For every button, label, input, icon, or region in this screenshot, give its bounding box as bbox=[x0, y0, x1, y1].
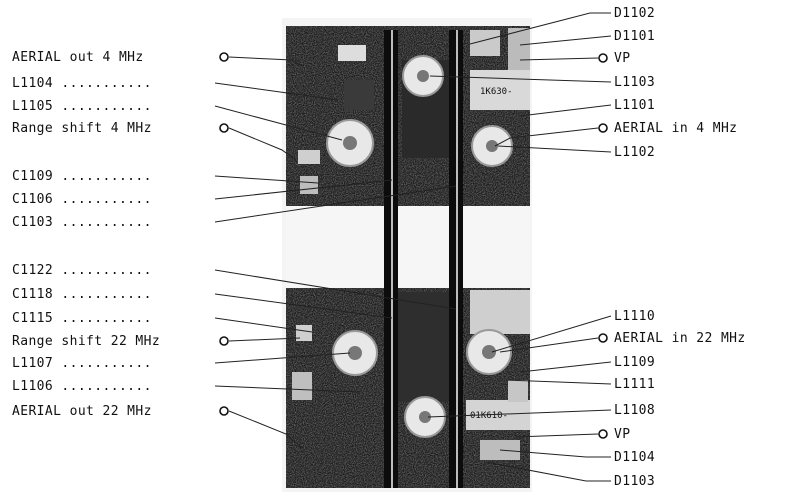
label-l1102: L1102 bbox=[614, 145, 655, 160]
label-aerial-out-4: AERIAL out 4 MHz bbox=[12, 50, 144, 65]
leader-range-shift-22 bbox=[228, 337, 301, 342]
leader-l1106 bbox=[214, 385, 361, 393]
label-d1101: D1101 bbox=[614, 29, 655, 44]
leader-l1107 bbox=[214, 352, 351, 364]
label-aerial-in-4: AERIAL in 4 MHz bbox=[614, 121, 737, 136]
leader-c1115 bbox=[214, 317, 313, 333]
left-labels: AERIAL out 4 MHz L1104 ........... L1105… bbox=[12, 50, 160, 419]
leader-c1118 bbox=[214, 293, 393, 319]
leader-d1102 bbox=[469, 12, 611, 45]
leader-aerial-in-22 bbox=[499, 337, 599, 353]
leader-c1106 bbox=[214, 179, 393, 200]
label-l1103: L1103 bbox=[614, 75, 655, 90]
label-range-shift-4: Range shift 4 MHz bbox=[12, 121, 152, 136]
terminal-aerial-in-22 bbox=[598, 333, 608, 343]
label-aerial-in-22: AERIAL in 22 MHz bbox=[614, 331, 746, 346]
terminal-aerial-out-22 bbox=[219, 406, 229, 416]
leader-l1105 bbox=[214, 105, 343, 141]
leader-lines bbox=[214, 12, 612, 482]
right-labels: D1102 D1101 VP L1103 L1101 AERIAL in 4 M… bbox=[614, 6, 746, 489]
terminal-aerial-out-4 bbox=[219, 52, 229, 62]
leader-l1108 bbox=[427, 409, 612, 418]
label-vp-upper: VP bbox=[614, 51, 630, 66]
upper-module: 1K630- bbox=[286, 26, 530, 206]
leader-c1109 bbox=[214, 175, 319, 184]
label-range-shift-22: Range shift 22 MHz bbox=[12, 334, 160, 349]
leader-l1110 bbox=[491, 315, 612, 353]
leader-d1103 bbox=[485, 461, 611, 482]
label-d1102: D1102 bbox=[614, 6, 655, 21]
leader-l1104 bbox=[214, 82, 339, 101]
label-l1101: L1101 bbox=[614, 98, 655, 113]
lower-module: 01K610- bbox=[286, 288, 530, 488]
label-l1107: L1107 ........... bbox=[12, 356, 152, 371]
terminal-vp-lower bbox=[598, 429, 608, 439]
lower-module-marking: 01K610- bbox=[470, 411, 508, 421]
label-c1122: C1122 ........... bbox=[12, 263, 152, 278]
label-c1118: C1118 ........... bbox=[12, 287, 152, 302]
leader-l1101 bbox=[519, 104, 612, 117]
leader-l1109 bbox=[519, 361, 612, 373]
label-aerial-out-22: AERIAL out 22 MHz bbox=[12, 404, 152, 419]
leader-c1103 bbox=[214, 185, 457, 223]
label-l1105: L1105 ........... bbox=[12, 99, 152, 114]
leader-d1101 bbox=[519, 35, 612, 46]
label-c1115: C1115 ........... bbox=[12, 311, 152, 326]
terminals bbox=[219, 52, 608, 439]
label-d1104: D1104 bbox=[614, 450, 655, 465]
leader-range-shift-4 bbox=[228, 127, 297, 161]
terminal-range-shift-22 bbox=[219, 336, 229, 346]
terminal-vp-upper bbox=[598, 53, 608, 63]
label-d1103: D1103 bbox=[614, 474, 655, 489]
label-c1109: C1109 ........... bbox=[12, 169, 152, 184]
leader-l1103 bbox=[429, 75, 612, 83]
label-vp-lower: VP bbox=[614, 427, 630, 442]
label-c1103: C1103 ........... bbox=[12, 215, 152, 230]
label-l1110: L1110 bbox=[614, 309, 655, 324]
circuit-board-photo: 1K630- 01K610- bbox=[282, 18, 532, 492]
label-l1111: L1111 bbox=[614, 377, 655, 392]
leader-d1104 bbox=[499, 449, 611, 458]
leader-l1102 bbox=[497, 145, 612, 153]
label-l1109: L1109 bbox=[614, 355, 655, 370]
label-c1106: C1106 ........... bbox=[12, 192, 152, 207]
label-l1108: L1108 bbox=[614, 403, 655, 418]
leader-vp-lower bbox=[514, 433, 599, 438]
leader-vp-upper bbox=[519, 57, 599, 61]
label-l1106: L1106 ........... bbox=[12, 379, 152, 394]
leader-l1111 bbox=[505, 379, 612, 385]
terminal-range-shift-4 bbox=[219, 123, 229, 133]
label-l1104: L1104 ........... bbox=[12, 76, 152, 91]
leader-aerial-out-4 bbox=[228, 56, 303, 67]
leader-aerial-in-4 bbox=[494, 127, 599, 147]
leader-c1122 bbox=[214, 269, 457, 310]
terminal-aerial-in-4 bbox=[598, 123, 608, 133]
upper-module-marking: 1K630- bbox=[480, 87, 513, 97]
leader-aerial-out-22 bbox=[228, 410, 303, 449]
